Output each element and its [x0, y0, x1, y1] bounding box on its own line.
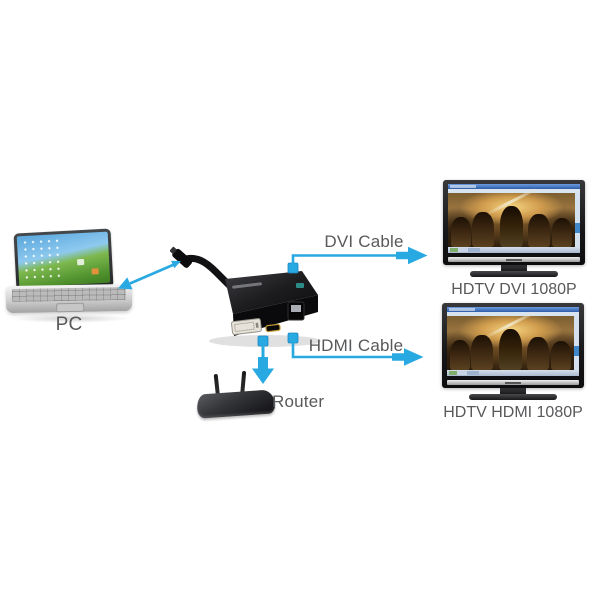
- window-titlebar: [448, 184, 580, 189]
- tv-stand-base: [469, 394, 557, 400]
- tv-screen: [448, 184, 580, 253]
- tv-frame: [443, 180, 585, 265]
- router-label: Router: [272, 392, 325, 411]
- adapter-top-face: [225, 271, 318, 314]
- scrollbar-thumb: [575, 223, 580, 233]
- movie-image: [448, 188, 575, 247]
- adapter-print-text: [232, 282, 262, 289]
- window-scrollbar: [574, 316, 579, 370]
- window-titlebar: [447, 307, 579, 312]
- dvi-port: [230, 318, 262, 336]
- connection-pc-adapter-arrow: [118, 260, 181, 290]
- window-scrollbar: [575, 193, 580, 247]
- dvi-cable-label: DVI Cable: [324, 232, 404, 251]
- tv-brand-mark: [506, 259, 522, 261]
- tv-brand-mark: [505, 382, 521, 384]
- movie-figure: [500, 205, 523, 247]
- movie-figure: [551, 341, 572, 370]
- connection-hdmi-line: [287, 332, 424, 366]
- scrollbar-thumb: [574, 346, 579, 356]
- movie-image: [447, 311, 574, 370]
- movie-figure: [499, 328, 522, 370]
- movie-figure: [472, 212, 494, 247]
- connection-dvi-line: [287, 246, 428, 274]
- laptop-shadow: [10, 314, 130, 323]
- mini-displayport-plug: [170, 246, 193, 268]
- movie-figure: [528, 213, 550, 247]
- hdmi-cable-label: HDMI Cable: [308, 336, 404, 355]
- tv-stand-neck: [500, 388, 526, 395]
- window-statusbar: [447, 370, 579, 376]
- window-statusbar: [448, 247, 580, 253]
- movie-figure: [450, 217, 471, 247]
- adapter-logo: [296, 283, 304, 288]
- tv-dvi-illustration: HDTV DVI 1080P: [443, 180, 585, 299]
- movie-figure: [449, 340, 470, 370]
- tv-screen: [447, 307, 579, 376]
- movie-figure: [471, 335, 493, 370]
- tv-stand-neck: [501, 265, 527, 272]
- tv-frame: [442, 303, 584, 388]
- movie-figure: [527, 336, 549, 370]
- window-toolbar: [448, 189, 580, 193]
- ethernet-port: [287, 301, 305, 321]
- movie-figure: [552, 218, 573, 247]
- tv-dvi-label: HDTV DVI 1080P: [451, 281, 577, 298]
- connection-router-line: [252, 335, 274, 384]
- tv-hdmi-illustration: HDTV HDMI 1080P: [442, 303, 584, 422]
- pc-laptop-illustration: [5, 226, 133, 336]
- hdmi-port: [265, 323, 281, 333]
- tv-hdmi-label: HDTV HDMI 1080P: [443, 404, 583, 421]
- window-toolbar: [447, 312, 579, 316]
- tv-stand-base: [470, 271, 558, 277]
- pc-label: PC: [55, 314, 83, 335]
